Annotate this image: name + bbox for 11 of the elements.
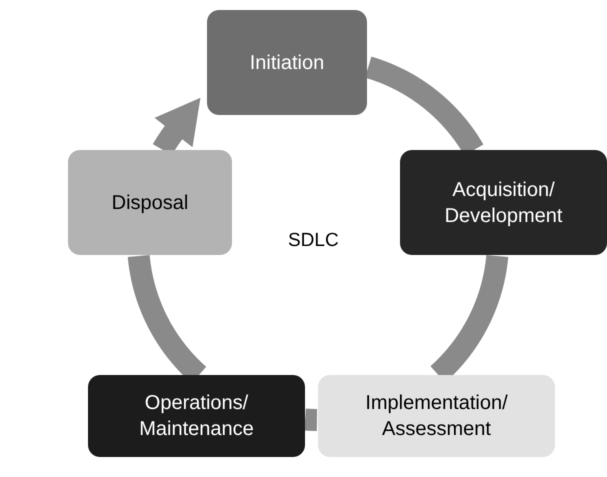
- stage-box: [318, 375, 555, 457]
- stage-label: Operations/ Maintenance: [138, 391, 255, 442]
- stage-label: Acquisition/ Development: [444, 178, 564, 228]
- stage-box: [400, 150, 607, 255]
- stage-box: [68, 150, 232, 255]
- stage-label: Initiation: [250, 50, 324, 76]
- center-label: SDLC: [288, 230, 339, 252]
- stage-label: Disposal: [112, 190, 188, 216]
- stage-label: Implementation/ Assessment: [364, 391, 509, 442]
- stage-box: [207, 10, 367, 115]
- stage-box: [88, 375, 305, 457]
